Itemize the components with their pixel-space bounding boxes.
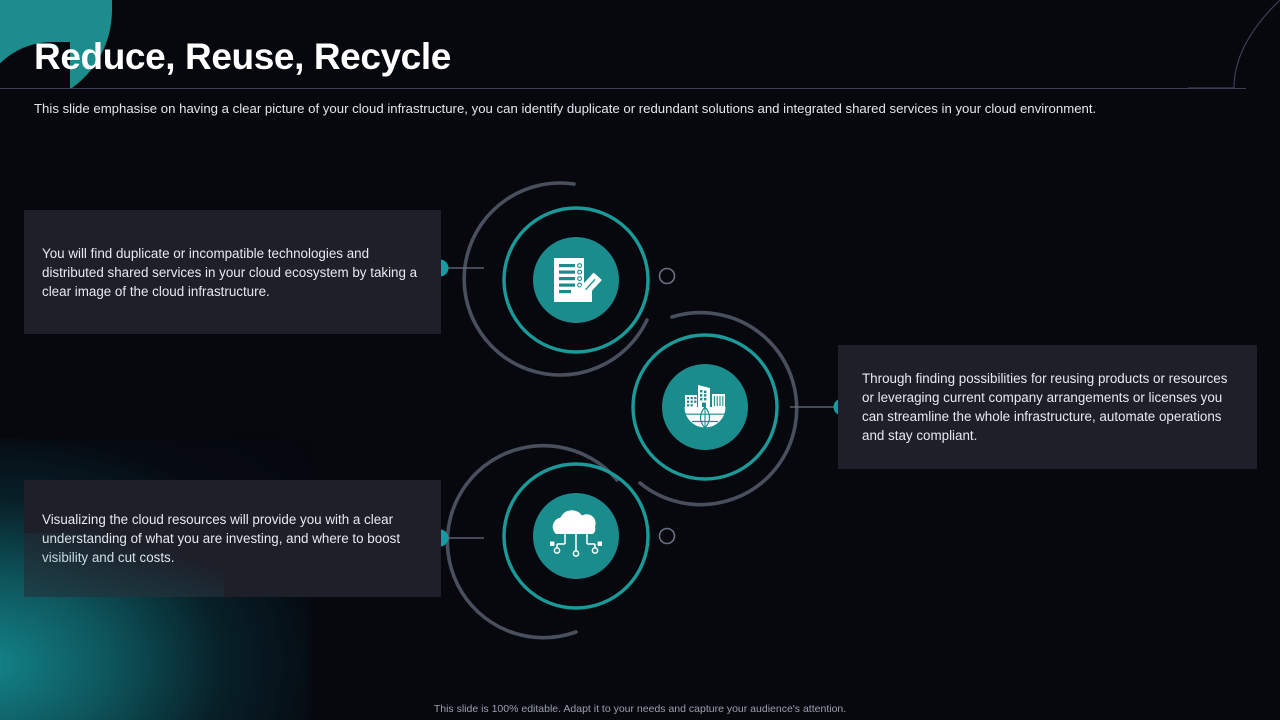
endpoint-marker-1 bbox=[658, 267, 676, 285]
info-card-3-text: Visualizing the cloud resources will pro… bbox=[42, 512, 401, 565]
teal-ring-1 bbox=[502, 206, 650, 354]
page-title: Reduce, Reuse, Recycle bbox=[34, 36, 451, 77]
teal-ring-2 bbox=[631, 333, 779, 481]
node-disc-2 bbox=[662, 364, 748, 450]
city-globe-icon bbox=[683, 385, 727, 429]
page-subtitle: This slide emphasise on having a clear p… bbox=[34, 101, 1097, 116]
header-divider bbox=[0, 88, 1246, 89]
top-right-corner-curve bbox=[1188, 0, 1280, 89]
node-disc-3 bbox=[533, 493, 619, 579]
teal-ring-3 bbox=[502, 462, 650, 610]
info-card-1-text: You will find duplicate or incompatible … bbox=[42, 245, 418, 299]
outer-ring-arc-3 bbox=[445, 443, 619, 640]
info-card-2[interactable]: Through finding possibilities for reusin… bbox=[838, 345, 1257, 469]
outer-ring-arc-2 bbox=[638, 310, 799, 507]
endpoint-marker-2 bbox=[658, 527, 676, 545]
info-card-2-text: Through finding possibilities for reusin… bbox=[862, 371, 1228, 443]
cloud-network-icon bbox=[550, 510, 602, 557]
info-card-1[interactable]: You will find duplicate or incompatible … bbox=[24, 210, 441, 334]
info-card-3[interactable]: Visualizing the cloud resources will pro… bbox=[24, 480, 441, 597]
outer-ring-arc-1 bbox=[462, 181, 649, 377]
footer-note: This slide is 100% editable. Adapt it to… bbox=[433, 703, 847, 715]
document-checklist-pencil-icon bbox=[554, 258, 602, 302]
node-disc-1 bbox=[533, 237, 619, 323]
